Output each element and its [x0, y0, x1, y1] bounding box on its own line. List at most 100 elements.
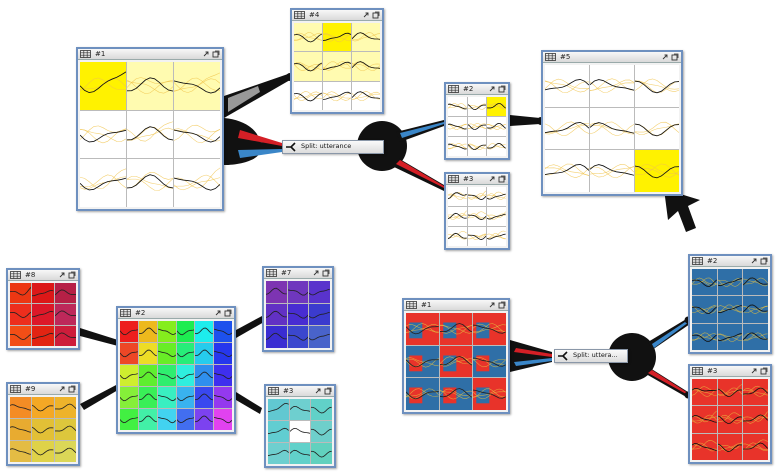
cell[interactable]	[473, 378, 506, 410]
cell[interactable]	[473, 345, 506, 378]
cell[interactable]	[176, 387, 195, 408]
split-node-utterance-right[interactable]: Split: uttera...	[554, 349, 628, 363]
cell[interactable]	[487, 187, 506, 206]
cell[interactable]	[266, 303, 287, 326]
cell[interactable]	[157, 343, 176, 364]
cell[interactable]	[80, 159, 126, 207]
cell[interactable]	[692, 379, 717, 406]
cell[interactable]	[717, 269, 743, 296]
cell[interactable]	[467, 227, 487, 246]
cell[interactable]	[32, 419, 54, 440]
window-titlebar[interactable]: #8	[8, 270, 78, 281]
cell[interactable]	[590, 107, 634, 150]
cell[interactable]	[487, 207, 506, 226]
cell[interactable]	[157, 321, 176, 342]
cell[interactable]	[195, 343, 214, 364]
cell[interactable]	[717, 406, 743, 433]
cell[interactable]	[176, 365, 195, 386]
window-controls-icon[interactable]	[58, 271, 76, 279]
cell[interactable]	[467, 207, 487, 226]
cell[interactable]	[309, 303, 330, 326]
cell[interactable]	[717, 323, 743, 350]
cell[interactable]	[174, 159, 220, 207]
window-titlebar[interactable]: #4	[292, 10, 382, 21]
cell[interactable]	[54, 441, 76, 462]
window-top-three[interactable]: #3	[444, 172, 510, 250]
cell[interactable]	[54, 419, 76, 440]
cell[interactable]	[138, 343, 157, 364]
window-left-six[interactable]: #3	[264, 384, 336, 468]
cell[interactable]	[352, 52, 380, 81]
window-controls-icon[interactable]	[214, 309, 232, 317]
cell[interactable]	[743, 433, 768, 460]
window-top-left[interactable]: #1	[76, 47, 224, 211]
window-titlebar[interactable]: #2	[446, 84, 508, 95]
window-controls-icon[interactable]	[202, 50, 220, 58]
cell[interactable]	[157, 387, 176, 408]
cell[interactable]	[448, 97, 467, 116]
cell[interactable]	[717, 379, 743, 406]
cell[interactable]	[127, 110, 173, 159]
cell[interactable]	[311, 443, 332, 464]
cell[interactable]	[487, 137, 506, 156]
window-controls-icon[interactable]	[488, 85, 506, 93]
cell[interactable]	[309, 281, 330, 303]
window-controls-icon[interactable]	[314, 387, 332, 395]
cell[interactable]	[487, 227, 506, 246]
cell[interactable]	[138, 321, 157, 342]
window-controls-icon[interactable]	[362, 11, 380, 19]
cell[interactable]	[406, 345, 439, 378]
window-titlebar[interactable]: #1	[404, 300, 508, 311]
cell[interactable]	[80, 110, 126, 159]
cell[interactable]	[174, 62, 220, 110]
window-top-four[interactable]: #4	[290, 8, 384, 114]
cell[interactable]	[266, 281, 287, 303]
cell[interactable]	[157, 409, 176, 430]
cell[interactable]	[10, 419, 32, 440]
cell[interactable]	[54, 325, 76, 346]
cell[interactable]	[214, 409, 232, 430]
window-right-one[interactable]: #1	[402, 298, 510, 414]
cell[interactable]	[590, 65, 634, 107]
cell[interactable]	[467, 187, 487, 206]
cell[interactable]	[487, 117, 506, 136]
window-titlebar[interactable]: #3	[266, 386, 334, 397]
cell[interactable]	[352, 81, 380, 110]
window-controls-icon[interactable]	[750, 257, 768, 265]
cell[interactable]	[448, 227, 467, 246]
cell[interactable]	[289, 443, 311, 464]
window-right-three[interactable]: #3	[688, 364, 772, 464]
cell[interactable]	[487, 97, 506, 116]
cell[interactable]	[268, 421, 289, 442]
cell[interactable]	[195, 387, 214, 408]
cell[interactable]	[692, 269, 717, 296]
cell[interactable]	[32, 397, 54, 418]
cell[interactable]	[743, 406, 768, 433]
cell[interactable]	[406, 378, 439, 410]
cell[interactable]	[635, 150, 679, 192]
cell[interactable]	[289, 399, 311, 420]
cell[interactable]	[80, 62, 126, 110]
cell[interactable]	[352, 23, 380, 52]
window-top-five[interactable]: #5	[541, 50, 683, 196]
cell[interactable]	[195, 409, 214, 430]
cell[interactable]	[54, 304, 76, 325]
window-controls-icon[interactable]	[58, 385, 76, 393]
window-titlebar[interactable]: #7	[264, 268, 332, 279]
cell[interactable]	[692, 433, 717, 460]
window-titlebar[interactable]: #9	[8, 384, 78, 395]
cell[interactable]	[138, 409, 157, 430]
cell[interactable]	[195, 321, 214, 342]
cell[interactable]	[448, 207, 467, 226]
cell[interactable]	[138, 387, 157, 408]
cell[interactable]	[309, 326, 330, 348]
cell[interactable]	[692, 296, 717, 323]
cell[interactable]	[176, 343, 195, 364]
window-top-two[interactable]: #2	[444, 82, 510, 160]
window-controls-icon[interactable]	[488, 301, 506, 309]
cell[interactable]	[214, 321, 232, 342]
cell[interactable]	[10, 397, 32, 418]
window-controls-icon[interactable]	[312, 269, 330, 277]
cell[interactable]	[127, 159, 173, 207]
cell[interactable]	[717, 296, 743, 323]
